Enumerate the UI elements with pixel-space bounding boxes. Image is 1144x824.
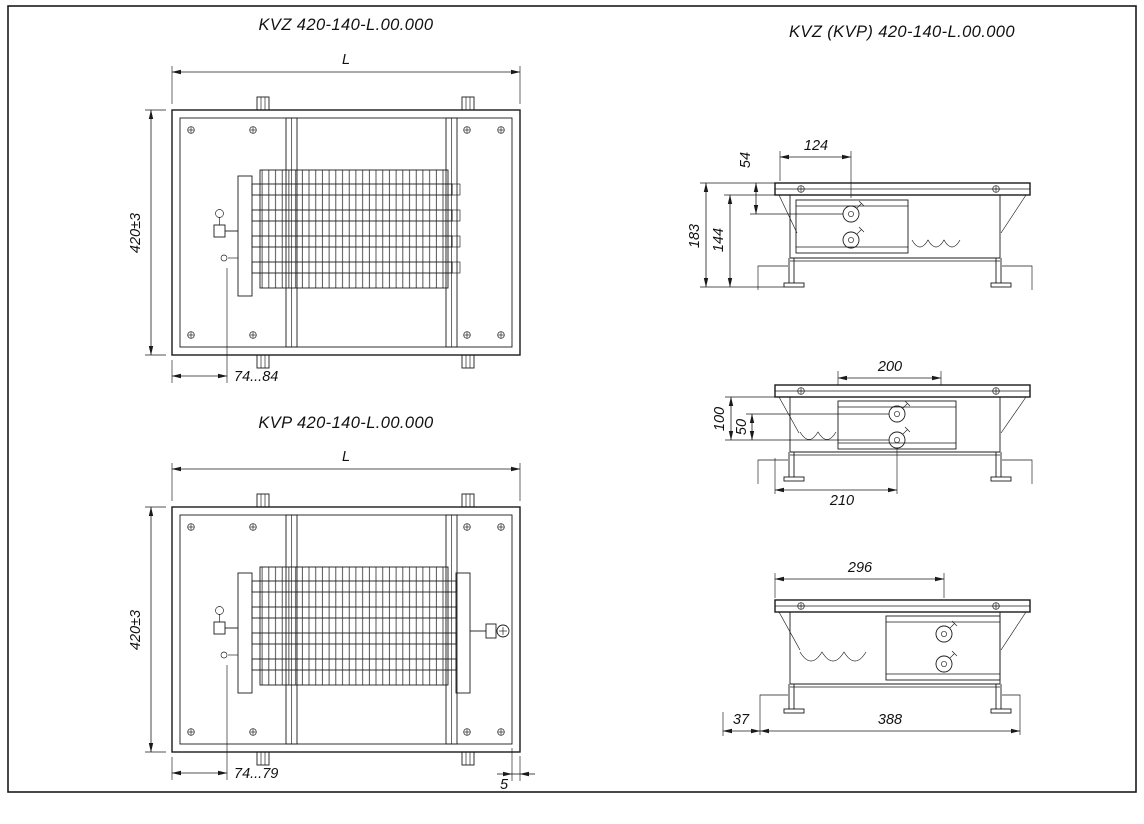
section-top-dim-54: 54	[738, 152, 843, 215]
kvz-plan-title: KVZ 420-140-L.00.000	[259, 16, 434, 34]
section-bottom-dim-37: 37	[722, 712, 761, 736]
kvz-dim-length-label: L	[342, 52, 350, 68]
section-top: 124 54 183 144	[687, 138, 1033, 290]
kvp-dim-height: 420±3	[128, 506, 166, 753]
view-kvz-plan: KVZ 420-140-L.00.000	[128, 16, 521, 385]
kvz-heat-exchanger	[237, 169, 461, 297]
section-top-dim-183: 183	[687, 182, 784, 288]
section-top-body	[757, 182, 1033, 290]
kvz-dim-height: 420±3	[128, 109, 166, 356]
view-kvp-plan: KVP 420-140-L.00.000	[128, 414, 535, 793]
section-middle-body	[757, 384, 1033, 484]
dim-183-label: 183	[687, 224, 703, 248]
section-middle-dim-50: 50	[734, 413, 889, 441]
kvp-plan-title: KVP 420-140-L.00.000	[258, 414, 434, 432]
kvp-dim-edge-label: 5	[500, 777, 509, 793]
dim-37-label: 37	[733, 712, 750, 728]
view-sections: KVZ (KVP) 420-140-L.00.000	[687, 23, 1033, 736]
dim-388-label: 388	[878, 712, 902, 728]
kvp-heat-exchanger	[237, 566, 471, 694]
section-middle-dim-200: 200	[837, 359, 942, 385]
section-bottom-body	[759, 599, 1031, 735]
dim-200-label: 200	[877, 359, 902, 375]
kvp-dim-offset-label: 74...79	[234, 766, 278, 782]
section-bottom-dim-296: 296	[774, 560, 945, 598]
kvp-dim-height-label: 420±3	[128, 610, 144, 650]
section-middle: 200 100 50 210	[712, 359, 1033, 509]
kvz-dim-valve-offset: 74...84	[171, 268, 278, 385]
kvp-dim-edge-gap: 5	[497, 748, 535, 793]
section-top-dim-144: 144	[711, 194, 790, 288]
kvp-dim-length-label: L	[342, 449, 350, 465]
dim-100-label: 100	[712, 407, 728, 431]
kvp-plan-body	[171, 493, 521, 766]
kvp-dim-length: L	[171, 449, 521, 501]
section-middle-dim-210: 210	[774, 448, 898, 509]
kvp-dim-valve-offset: 74...79	[171, 665, 278, 782]
kvp-right-fitting	[469, 623, 510, 639]
dim-210-label: 210	[829, 493, 854, 509]
dim-124-label: 124	[804, 138, 828, 154]
section-bottom: 296	[722, 560, 1031, 736]
kvz-dim-offset-label: 74...84	[234, 369, 278, 385]
dim-144-label: 144	[711, 228, 727, 252]
dim-296-label: 296	[847, 560, 873, 576]
sections-title: KVZ (KVP) 420-140-L.00.000	[789, 23, 1015, 41]
kvp-valve-assembly	[213, 606, 239, 659]
drawing-frame	[7, 5, 1137, 793]
section-top-dim-124: 124	[779, 138, 852, 198]
section-bottom-dim-388: 388	[759, 712, 1021, 734]
kvz-valve-assembly	[213, 209, 239, 262]
dim-50-label: 50	[734, 419, 750, 435]
dim-54-label: 54	[738, 152, 754, 168]
kvz-dim-length: L	[171, 52, 521, 104]
kvz-dim-height-label: 420±3	[128, 213, 144, 253]
